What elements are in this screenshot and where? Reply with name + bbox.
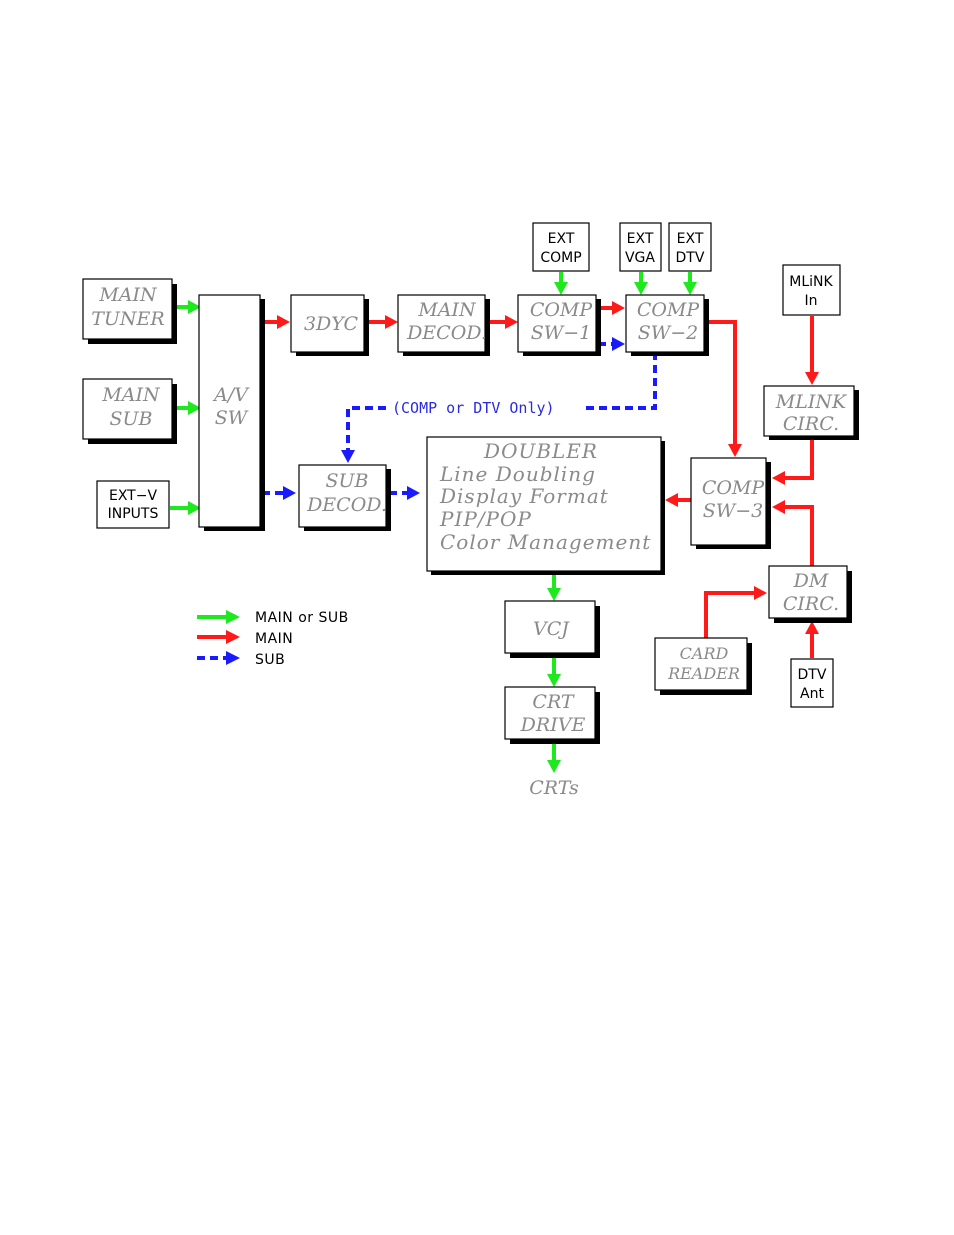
crt-drive-label-2: DRIVE: [520, 714, 586, 736]
doubler-line-doubling: Line Doubling: [439, 462, 596, 486]
ext-comp-label-1: EXT: [548, 231, 575, 247]
comp-sw-2-block: COMP SW−2: [626, 295, 709, 356]
ext-comp-label-2: COMP: [540, 250, 581, 266]
doubler-title: DOUBLER: [483, 439, 598, 463]
main-tuner-block: MAIN TUNER: [83, 279, 177, 344]
ext-v-label-1: EXT−V: [109, 488, 157, 504]
mlink-in-box: MLiNK In: [783, 265, 840, 315]
comp-sw-1-label-1: COMP: [530, 299, 594, 321]
ext-vga-label-2: VGA: [625, 250, 655, 266]
card-reader-block: CARD READER: [655, 638, 752, 695]
main-tuner-label-1: MAIN: [98, 284, 158, 306]
mlink-in-label-2: In: [804, 293, 817, 309]
ext-vga-box: EXT VGA: [620, 223, 661, 271]
dm-circ-block: DM CIRC.: [769, 566, 852, 623]
ext-dtv-label-1: EXT: [677, 231, 704, 247]
dm-circ-label-1: DM: [793, 570, 829, 592]
comp-sw-1-label-2: SW−1: [531, 322, 592, 344]
ext-dtv-label-2: DTV: [676, 250, 705, 266]
legend-sub-label: SUB: [255, 652, 285, 668]
ext-dtv-box: EXT DTV: [669, 223, 711, 271]
sub-decod-label-2: DECOD.: [306, 494, 387, 516]
card-reader-label-1: CARD: [680, 644, 729, 663]
legend-item-main: MAIN: [197, 630, 293, 647]
mlink-in-label-1: MLiNK: [789, 274, 833, 290]
legend-item-sub: SUB: [197, 651, 285, 668]
mlink-circ-block: MLINK CIRC.: [764, 386, 859, 440]
3dyc-block: 3DYC: [291, 295, 369, 356]
ext-v-inputs-box: EXT−V INPUTS: [97, 481, 169, 528]
dtv-ant-label-2: Ant: [800, 686, 824, 702]
main-sub-label-1: MAIN: [101, 384, 161, 406]
dtv-ant-box: DTV Ant: [791, 659, 833, 707]
main-decod-label-2: DECOD.: [406, 322, 487, 344]
sub-decod-block: SUB DECOD.: [299, 465, 391, 531]
main-decod-label-1: MAIN: [417, 299, 477, 321]
card-reader-label-2: READER: [667, 664, 740, 683]
av-sw-block: A/V SW: [199, 295, 265, 531]
3dyc-label: 3DYC: [304, 313, 359, 335]
main-tuner-label-2: TUNER: [91, 308, 165, 330]
doubler-display-format: Display Format: [439, 484, 609, 508]
dtv-ant-label-1: DTV: [798, 667, 827, 683]
mlink-circ-label-1: MLINK: [775, 391, 848, 413]
main-decod-block: MAIN DECOD.: [398, 295, 490, 356]
comp-sw-3-label-2: SW−3: [703, 500, 764, 522]
vcj-block: VCJ: [505, 601, 600, 658]
sub-decod-label-1: SUB: [326, 470, 369, 492]
dm-circ-label-2: CIRC.: [783, 593, 839, 615]
crt-drive-label-1: CRT: [532, 691, 575, 713]
av-sw-label-2: SW: [215, 407, 249, 429]
doubler-color-management: Color Management: [440, 530, 651, 554]
doubler-block: DOUBLER Line Doubling Display Format PIP…: [427, 437, 665, 575]
legend-main-label: MAIN: [255, 631, 293, 647]
ext-v-label-2: INPUTS: [108, 506, 159, 522]
comp-sw-2-label-2: SW−2: [638, 322, 699, 344]
ext-vga-label-1: EXT: [627, 231, 654, 247]
comp-sw-1-block: COMP SW−1: [518, 295, 601, 356]
comp-sw-2-label-1: COMP: [637, 299, 701, 321]
legend: MAIN or SUB MAIN SUB: [197, 610, 349, 668]
crt-drive-block: CRT DRIVE: [505, 687, 600, 744]
vcj-label: VCJ: [533, 618, 570, 640]
main-sub-block: MAIN SUB: [83, 379, 177, 444]
crts-output-label: CRTs: [529, 777, 579, 799]
comp-sw-3-label-1: COMP: [702, 477, 766, 499]
ext-comp-box: EXT COMP: [533, 223, 589, 271]
av-sw-label-1: A/V: [212, 384, 250, 406]
comp-or-dtv-only-note: (COMP or DTV Only): [392, 399, 555, 417]
mlink-circ-label-2: CIRC.: [783, 413, 839, 435]
main-sub-label-2: SUB: [110, 408, 153, 430]
legend-main-or-sub-label: MAIN or SUB: [255, 610, 349, 626]
doubler-pip-pop: PIP/POP: [439, 507, 532, 531]
comp-sw-3-block: COMP SW−3: [691, 458, 771, 549]
legend-item-main-or-sub: MAIN or SUB: [197, 610, 349, 626]
